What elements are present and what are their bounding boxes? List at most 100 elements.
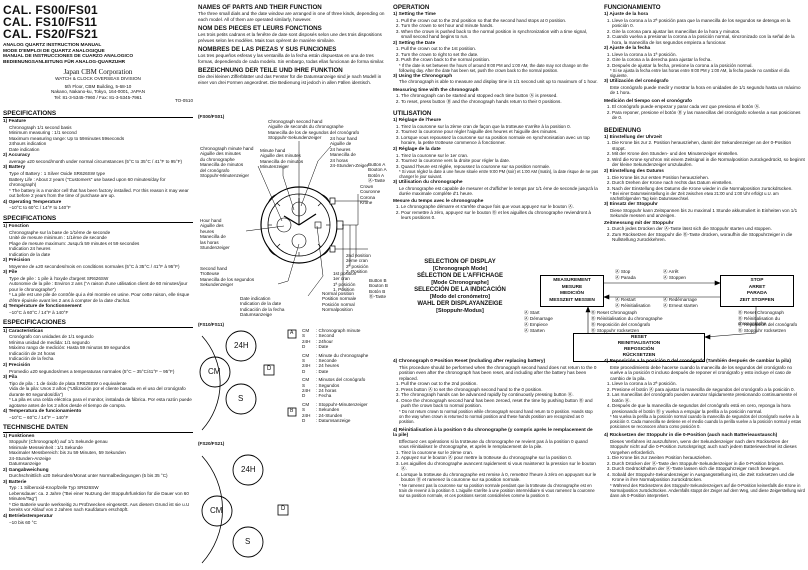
f4-text: Este procedimiento debe hacerse cuando l… xyxy=(610,364,793,381)
callout-text: Manecilla de xyxy=(330,152,356,158)
subdial-s xyxy=(291,233,307,249)
spec-body: Durchschnittlich ±20 Sekunden/Monat unte… xyxy=(9,473,168,479)
callout-text: 24-Stunden-Zeiger xyxy=(330,163,369,169)
spec-body: Tipo de pila : 1 de óxido de plata SR626… xyxy=(9,380,127,386)
legend-key: 24H xyxy=(302,363,311,369)
step-item: Pull the crown out to the 2nd position. xyxy=(401,381,597,387)
f2-steps: Lleve la corona a la 1ª posición.Gire la… xyxy=(604,52,806,69)
legend-value: : Minutos del cronógrafo xyxy=(316,377,366,383)
dial-label-d-3: D xyxy=(281,506,286,512)
callout-text: Second hand xyxy=(200,266,228,271)
step-item: Durch Gedrückthalten der Ⓐ-Taste lassen … xyxy=(612,466,806,472)
legend-key: 24H xyxy=(302,388,311,394)
callout-text: du chronographe xyxy=(200,156,235,162)
spec-body: Plage de mesure maximum: Jusqu'à 59 minu… xyxy=(9,240,140,246)
subtitle-de: BEDIENUNGSANLEITUNG FÜR ANALOG-QUARZUHR xyxy=(3,59,126,65)
step-item: Die Krone bis zur 2. Position herauszieh… xyxy=(612,140,806,151)
utilisation-title: UTILISATION xyxy=(393,110,432,118)
op1-steps: Pull the crown out to the 2nd position s… xyxy=(393,18,599,40)
callout-text: Manecilla de xyxy=(200,234,226,240)
callout-text: Datumsanzeige xyxy=(240,312,272,318)
measure-fr-title: Mesure du temps avec le chronographe xyxy=(393,198,484,204)
spec-body: * La pile est une pile de contrôle qui a… xyxy=(9,292,190,303)
legend-row: 24H: 24hour xyxy=(302,339,388,344)
legend-row: S: Seconde xyxy=(302,358,388,363)
column-2: NAMES OF PARTS AND THEIR FUNCTION The th… xyxy=(198,0,388,85)
button-label-b: B xyxy=(290,408,294,414)
title-block: CAL. FS00/FS01 CAL. FS10/FS11 CAL. FS20/… xyxy=(3,4,193,104)
step-item: Die Krone bis zur zweiten Position herau… xyxy=(612,455,806,461)
step-item: Press button Ⓐ to set the chronograph se… xyxy=(401,387,597,393)
dial-label-24h-3: 24H xyxy=(241,465,256,474)
callout-text: 2ª posición xyxy=(346,263,369,269)
list-item: Ⓐ Redémarrage xyxy=(663,297,697,302)
callout-hour: Hour hand Aiguille des heures Manecilla … xyxy=(200,218,245,250)
spec-heading: 1) Características xyxy=(3,328,43,334)
selection-mode-es: [Modo del cronómetro] xyxy=(430,294,490,300)
legend-row: CM: Minutos del cronógrafo xyxy=(302,377,388,382)
names-de-title: BEZEICHNUNG DER TEILE UND IHRE FUNKTION xyxy=(198,67,343,74)
legend-key: D xyxy=(302,368,306,374)
b2-steps: Die Krone bis zur ersten Position heraus… xyxy=(604,175,806,192)
list-item: Ⓑ Stoppuhr rücksetzen xyxy=(591,328,640,333)
callout-text: Bouton A xyxy=(368,167,387,173)
spec-de-title: TECHNISCHE DATEN xyxy=(3,424,193,433)
spec-heading: 2) Precisión xyxy=(3,362,31,368)
legend-row: CM: Minute du chronographe xyxy=(302,353,388,358)
step-item: Nach der Einstellung des Datums die Kron… xyxy=(612,186,806,192)
spec-heading: 2) Précision xyxy=(3,258,31,264)
dial-arc-3 xyxy=(201,455,223,564)
dial-label-24h: 24H xyxy=(234,341,249,350)
spec-body: Promedio ±20 segundos/mes a temperaturas… xyxy=(9,368,175,374)
list-item: Ⓑ Reset Chronograph xyxy=(738,310,784,315)
box-text: MEDICIÓN xyxy=(560,291,584,296)
callout-2nd-position: 2nd position 2ème cran 2ª posición 2. Po… xyxy=(346,253,386,275)
legend-row: S: Segundos xyxy=(302,383,388,388)
model-title-3: CAL. FS20/FS21 xyxy=(3,27,98,41)
box-text: MESURE xyxy=(561,284,583,290)
dial-label-cm-3: CM xyxy=(210,506,223,515)
measure-en-steps: The chronograph can be started and stopp… xyxy=(393,93,599,104)
bedienung-title: BEDIENUNG xyxy=(604,126,642,134)
figure-fs10: (FS10/FS11) 24H CM S D A B CM: Chronogra… xyxy=(198,318,388,436)
box-reset: RESET REINITIALISATION REPOSICIÓN RÜCKSE… xyxy=(573,333,705,362)
spec-heading: 3) Pile xyxy=(3,270,18,276)
button-b-2 xyxy=(287,407,297,417)
subdial-cm-3 xyxy=(201,495,233,527)
selection-titles: SELECTION OF DISPLAY [Chronograph Mode] … xyxy=(405,259,515,315)
spec-body: Moyenne de ±20 secondes/mois en conditio… xyxy=(9,263,180,269)
op2-title: 2) Setting the Date xyxy=(393,40,436,46)
list-item: Ⓐ Parada xyxy=(615,275,636,280)
box-text: ZEIT STOPPEN xyxy=(739,297,775,303)
subdial-24h-2 xyxy=(225,330,257,362)
b1-steps: Die Krone bis zur 2. Position herauszieh… xyxy=(604,140,806,168)
callout-1st-position: 1st position 1er cran 1ª posición 1. Pos… xyxy=(333,271,363,293)
step-item: Le chronographe démarre et s'arrête chaq… xyxy=(401,204,599,210)
util3-title: 3) Utilisation du chronographe xyxy=(393,180,463,186)
callout-text: Corona xyxy=(360,194,376,200)
callout-second: Second hand Trotteuse Manecilla de los s… xyxy=(200,266,280,288)
list-item: Ⓑ Reposición del cronógrafo xyxy=(738,322,798,327)
b2-note: * Bei einer Datumseinstellung in der Zei… xyxy=(610,191,779,202)
util3-text: Le chronographe est capable de mesurer e… xyxy=(399,185,598,197)
b4-title: 4) Rücksetzen der Stoppuhr in die 0-Posi… xyxy=(604,433,778,439)
list-item: Ⓐ Stop xyxy=(615,269,631,274)
callout-text: Stundenzeiger xyxy=(200,245,230,251)
legend-key: CM xyxy=(302,328,310,333)
op4-title: 4) Chronograph 0 Position Reset (Includi… xyxy=(393,359,546,364)
legend-row: D: Date xyxy=(302,344,388,349)
legend-value: : Date xyxy=(316,368,329,374)
box-text: REINITIALISATION xyxy=(617,341,661,346)
zeitmessung-title: Zeitmessung mit der Stoppuhr xyxy=(604,220,674,226)
address-line-1: 5th Floor, CBM Building, 5-68-10 xyxy=(64,83,132,89)
list-item: Ⓑ Réinitialisation du chronographe xyxy=(738,316,780,327)
watch-diagram-3 xyxy=(201,454,289,564)
list-item: Ⓐ Empiece xyxy=(524,322,548,327)
legend-value: : Sekunden xyxy=(316,407,340,413)
callout-text: 24 horas xyxy=(330,157,348,163)
spec-heading: 1) Feature xyxy=(3,119,26,125)
